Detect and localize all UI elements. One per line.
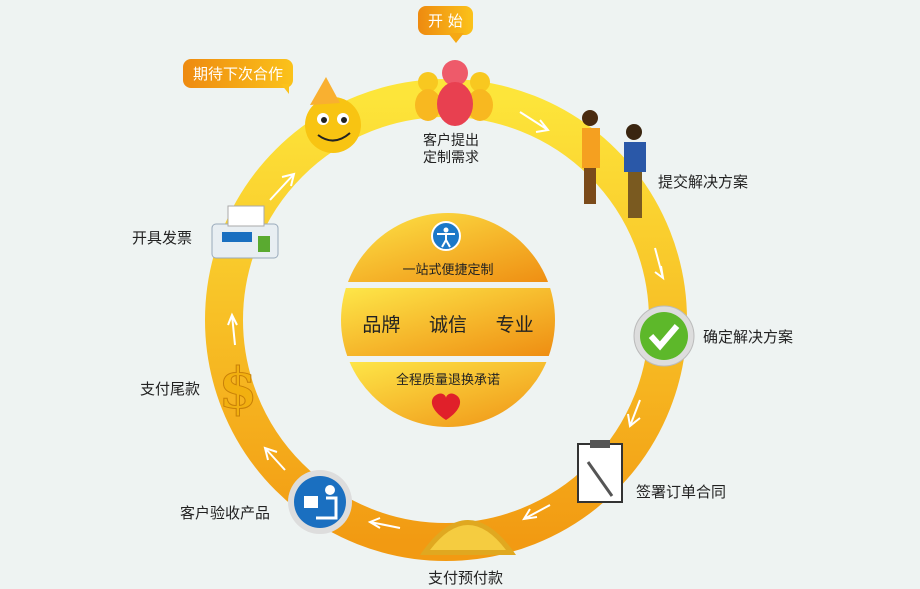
step-request: 客户提出定制需求 xyxy=(423,133,479,166)
value-integrity: 诚信 xyxy=(428,314,467,336)
step-acceptance: 客户验收产品 xyxy=(180,504,271,522)
clipboard-pen-icon xyxy=(577,440,623,503)
delivery-person-icon xyxy=(288,470,352,534)
step-invoice: 开具发票 xyxy=(132,229,193,247)
step-final-payment: 支付尾款 xyxy=(140,380,201,398)
checkmark-icon xyxy=(633,305,695,367)
gold-coins-icon xyxy=(420,520,516,555)
party-smiley-icon xyxy=(305,77,361,153)
value-brand: 品牌 xyxy=(362,314,401,336)
start-bubble: 开 始 xyxy=(418,6,473,43)
customers-icon xyxy=(415,60,493,126)
accessibility-icon xyxy=(431,221,461,251)
step-prepayment: 支付预付款 xyxy=(428,569,504,587)
center-bottom-text: 全程质量退换承诺 xyxy=(395,373,500,388)
printer-icon xyxy=(211,205,279,259)
handshake-people-icon xyxy=(582,110,646,218)
step-submit-solution: 提交解决方案 xyxy=(658,173,749,191)
ring-arrows xyxy=(227,111,665,529)
dollar-icon: $ xyxy=(219,356,258,422)
value-professional: 专业 xyxy=(495,314,534,336)
center-top-text: 一站式便捷定制 xyxy=(402,263,494,278)
next-cooperation-bubble: 期待下次合作 xyxy=(183,59,294,94)
center-values: 品牌 诚信 专业 xyxy=(348,310,548,337)
step-sign-contract: 签署订单合同 xyxy=(636,483,727,501)
step-confirm-solution: 确定解决方案 xyxy=(703,328,794,346)
heart-icon xyxy=(431,393,461,420)
